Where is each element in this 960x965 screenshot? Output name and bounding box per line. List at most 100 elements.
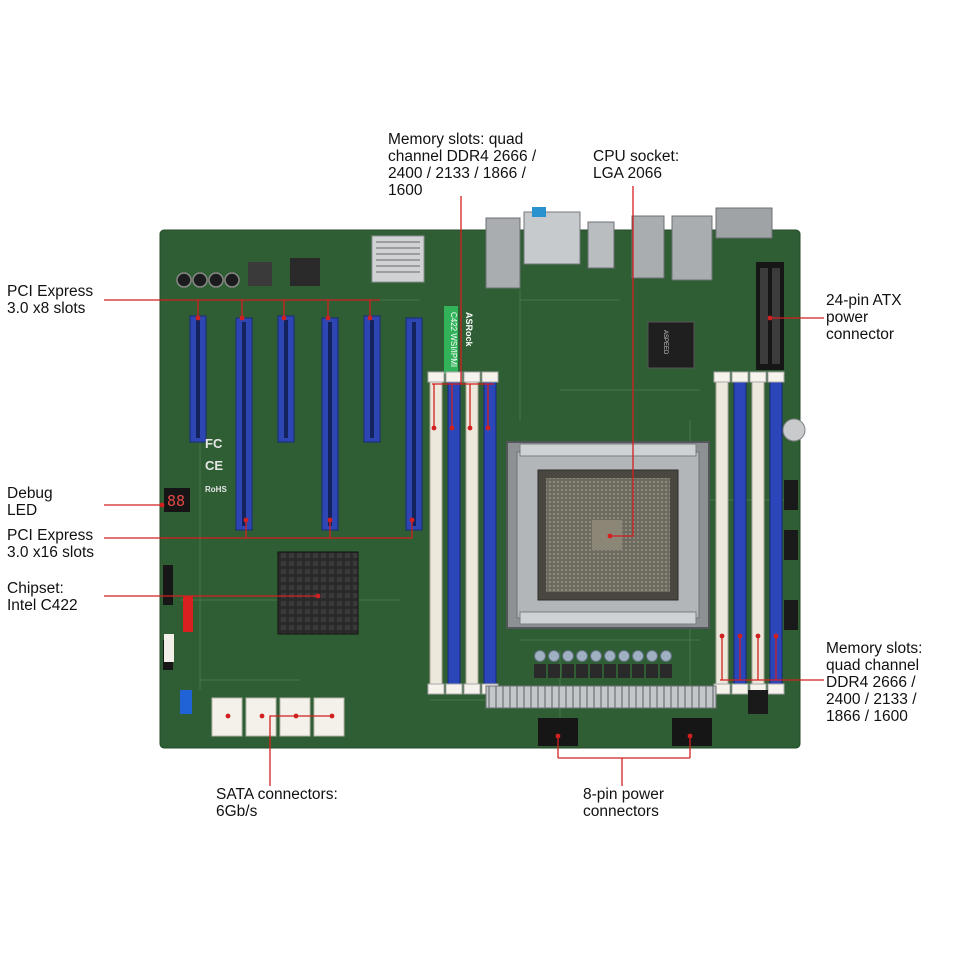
board-brand-label: ASRock	[464, 312, 474, 348]
sata-port-red	[183, 596, 193, 632]
debug-led-digits: 88	[167, 492, 185, 510]
vrm-capacitor	[604, 650, 616, 662]
callout-line: Intel C422	[7, 597, 78, 614]
callout-line: PCI Express	[7, 283, 94, 300]
callout-8pin-power: 8-pin power connectors	[583, 786, 664, 820]
callout-line: 1866 / 1600	[826, 708, 908, 725]
dimm-latch	[481, 371, 499, 383]
bmc-chip	[647, 321, 695, 369]
ic-chip	[248, 262, 272, 286]
leader-dot	[243, 517, 249, 523]
callout-line: CPU socket:	[593, 148, 680, 165]
connector-white	[164, 634, 174, 662]
usb-port	[587, 221, 615, 269]
rj45-port-2	[631, 215, 665, 279]
callout-atx24: 24-pin ATX power connector	[826, 292, 902, 343]
sata-port	[211, 697, 243, 737]
vrm-choke	[604, 664, 616, 678]
vrm-capacitor	[534, 650, 546, 662]
vrm-choke	[576, 664, 588, 678]
callout-line: connector	[826, 326, 895, 343]
socket-center	[592, 520, 622, 550]
dimm-slot-blue	[483, 377, 497, 691]
leader-dot	[225, 713, 231, 719]
callout-line: LED	[7, 502, 38, 519]
leader-dot	[737, 633, 743, 639]
leader-sata	[269, 715, 332, 786]
vrm-capacitor	[660, 650, 672, 662]
eight-pin-connector-2	[672, 718, 712, 746]
callout-line: 3.0 x8 slots	[7, 300, 86, 317]
leader-lines	[104, 186, 824, 786]
dimm-latch	[463, 371, 481, 383]
pcie-slot-groove	[412, 322, 416, 526]
leader-dot	[687, 733, 693, 739]
vrm-choke	[660, 664, 672, 678]
leader-dot	[719, 633, 725, 639]
leader-dot	[449, 425, 455, 431]
socket-lever	[519, 443, 697, 457]
callout-line: 6Gb/s	[216, 803, 258, 820]
leader-dot	[773, 633, 779, 639]
leader-pcie-x8-drops	[197, 300, 371, 318]
dimm-latch	[749, 371, 767, 383]
dimm-latch	[731, 371, 749, 383]
compliance-mark: FC	[205, 436, 223, 451]
vga-port	[715, 207, 773, 239]
callout-line: 3.0 x16 slots	[7, 544, 95, 561]
dimm-latch	[445, 683, 463, 695]
leader-dot	[607, 533, 613, 539]
cmos-battery	[782, 418, 806, 442]
usb-header-blue	[180, 690, 192, 714]
callout-cpu-socket: CPU socket: LGA 2066	[593, 148, 679, 182]
brand-silkscreen-strip	[444, 306, 458, 374]
vrm-capacitor	[646, 650, 658, 662]
pcie-slot-groove	[196, 320, 200, 438]
dimm-latch	[463, 683, 481, 695]
callout-chipset: Chipset: Intel C422	[7, 580, 78, 614]
leader-pcie-x16-drops	[245, 520, 413, 538]
chipset-heatsink	[277, 551, 359, 635]
debug-led-display	[164, 488, 190, 512]
leader-cpu-socket	[610, 186, 634, 537]
callout-pcie-x8-slots: PCI Express 3.0 x8 slots	[7, 283, 93, 317]
callout-line: connectors	[583, 803, 659, 820]
callout-line: Memory slots: quad	[388, 131, 524, 148]
dimm-latch	[731, 683, 749, 695]
callout-memory-slots-right: Memory slots: quad channel DDR4 2666 / 2…	[826, 640, 922, 725]
vrm-capacitor	[562, 650, 574, 662]
callout-pcie-x16-slots: PCI Express 3.0 x16 slots	[7, 527, 94, 561]
compliance-mark: CE	[205, 458, 223, 473]
callout-line: SATA connectors:	[216, 786, 338, 803]
pcie-slot-groove	[328, 322, 332, 526]
pcie-slot-groove	[284, 320, 288, 438]
leader-dot	[195, 315, 201, 321]
dimm-slot-blue	[447, 377, 461, 691]
vrm-capacitor	[618, 650, 630, 662]
leader-dot	[485, 425, 491, 431]
vrm-chokes	[534, 650, 672, 678]
rj45-port-3	[671, 215, 713, 281]
board-model-label: C422 WSI/IPMI	[449, 312, 458, 367]
callout-line: power	[826, 309, 869, 326]
vrm-capacitor	[590, 650, 602, 662]
dimm-slot-white	[465, 377, 479, 691]
leader-dot	[409, 517, 415, 523]
rj45-port-1	[485, 217, 521, 289]
sata-port	[313, 697, 345, 737]
dimm-latch	[427, 683, 445, 695]
bmc-chip-label: ASPEED	[662, 330, 668, 355]
vrm-capacitor	[576, 650, 588, 662]
leader-dot	[431, 425, 437, 431]
pcie-slot-groove	[370, 320, 374, 438]
callout-line: 8-pin power	[583, 786, 664, 803]
memory-slots	[427, 371, 785, 695]
callout-line: Chipset:	[7, 580, 64, 597]
heatsink-small-fins	[376, 241, 420, 273]
vrm-choke	[534, 664, 546, 678]
leader-mem-top-drops	[432, 383, 494, 428]
callout-line: 1600	[388, 182, 423, 199]
rear-io-ports	[485, 207, 773, 289]
ic-chip	[290, 258, 320, 286]
